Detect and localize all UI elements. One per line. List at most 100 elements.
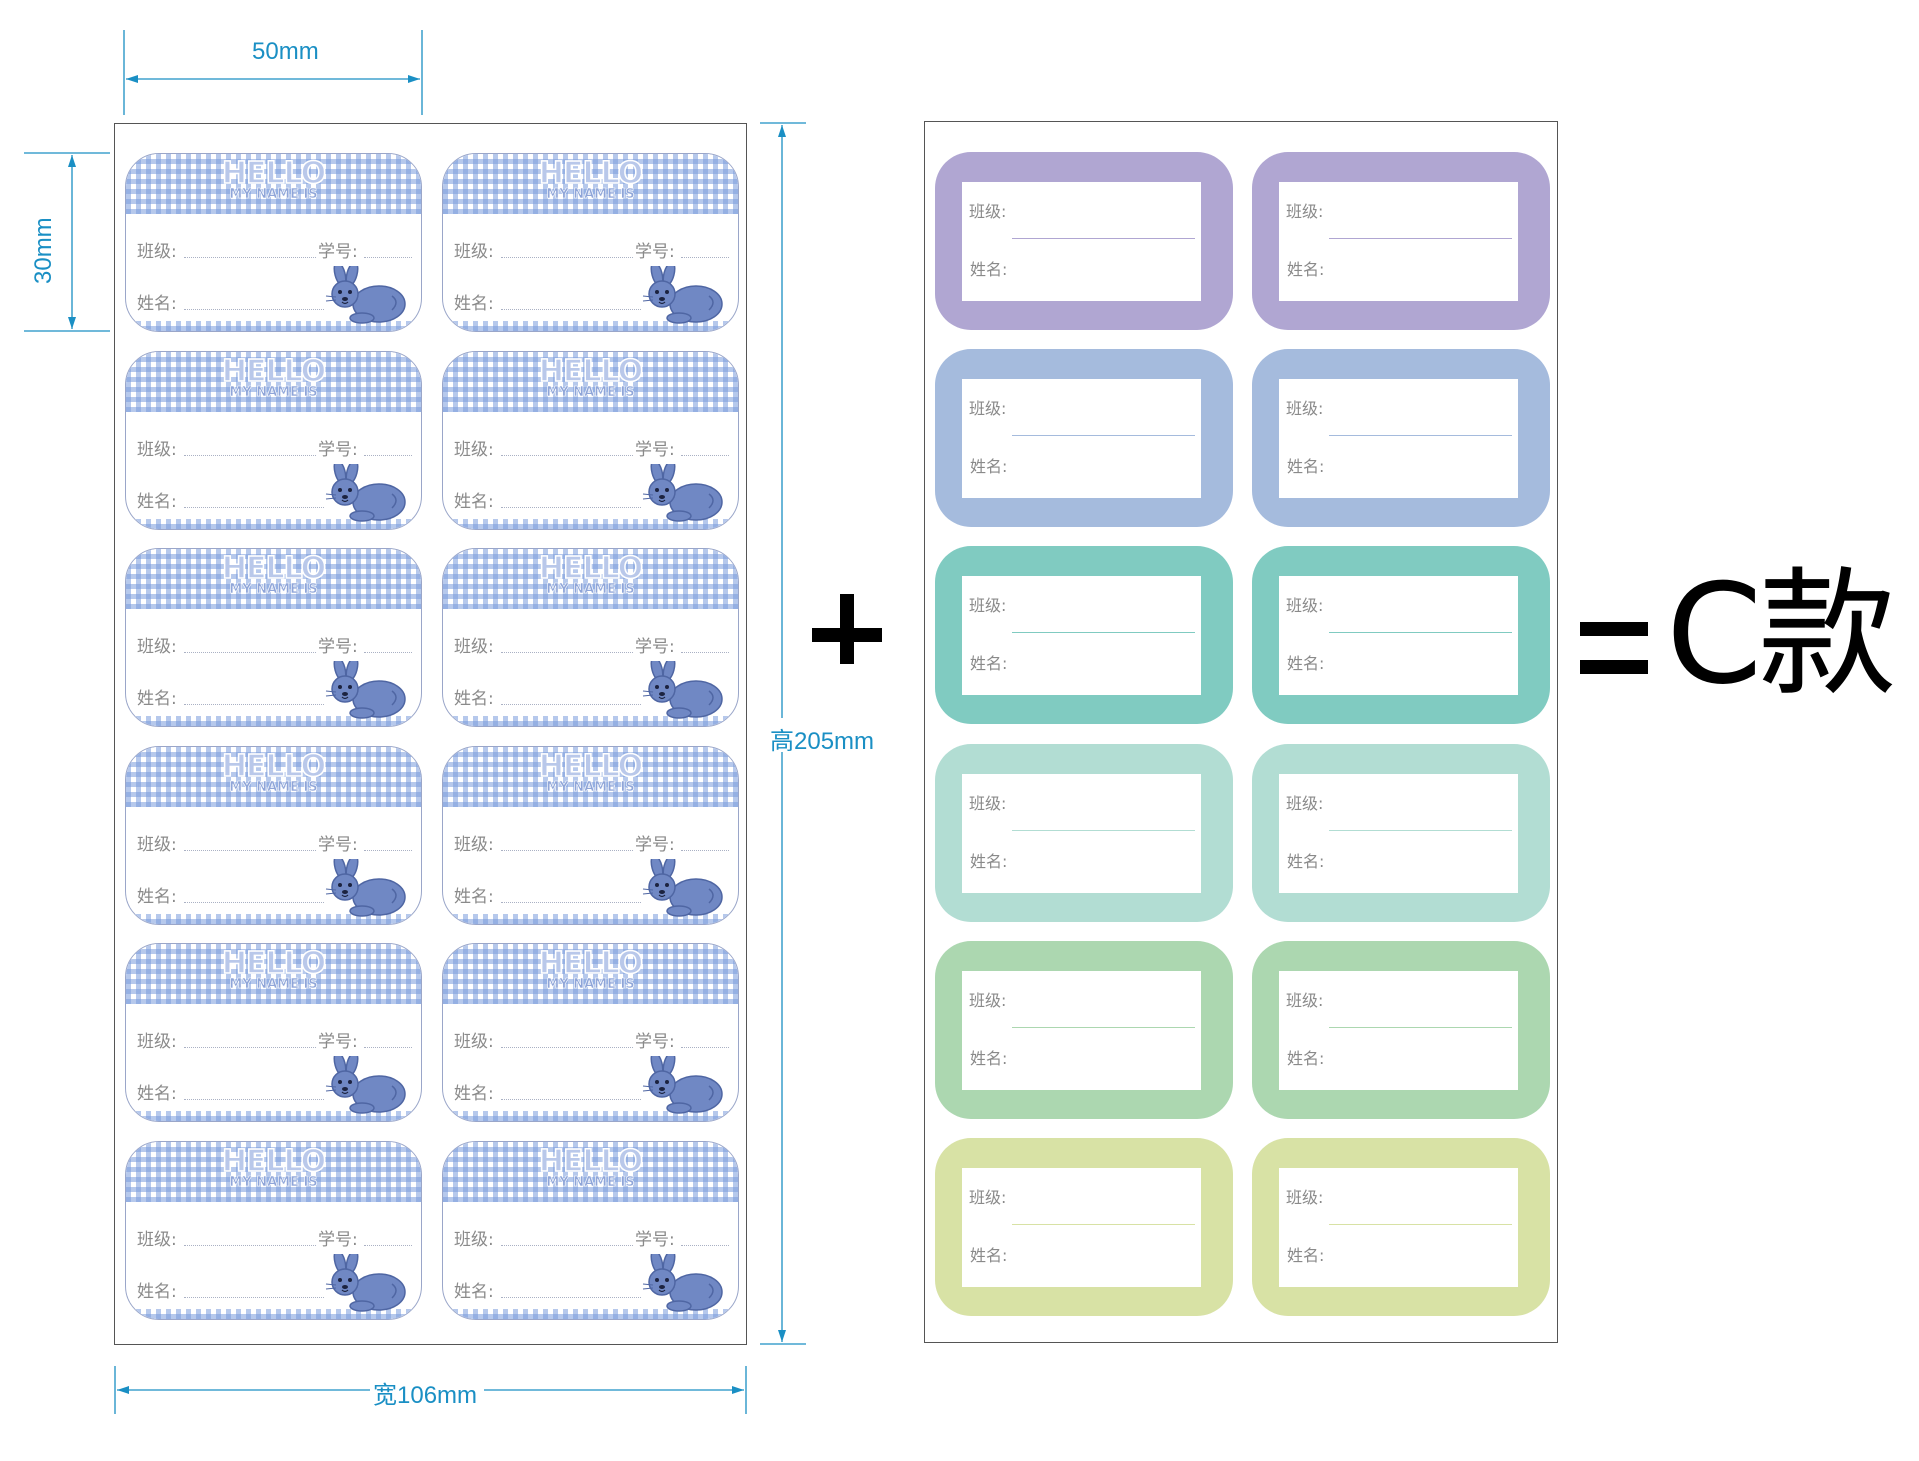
- name-line: [184, 1296, 324, 1298]
- name-label: HELLO MY NAME IS 班级: 学号: 姓名:: [442, 1140, 739, 1320]
- frame-label: 班级: 姓名:: [1252, 546, 1550, 725]
- student-no-line: [364, 454, 412, 456]
- name-line: [184, 309, 324, 310]
- class-label: 班级:: [454, 834, 494, 855]
- name-line: [184, 506, 324, 508]
- rabbit-icon: [642, 266, 723, 324]
- class-line: [501, 652, 633, 653]
- plus-sign: [812, 594, 892, 675]
- class-line: [1329, 1224, 1512, 1225]
- rabbit-icon: [642, 463, 723, 522]
- student-no-label: 学号:: [635, 834, 675, 855]
- student-no-line: [681, 1244, 729, 1246]
- name-field-label: 姓名:: [1287, 1048, 1325, 1068]
- name-field-label: 姓名:: [970, 1048, 1008, 1068]
- frame-label: 班级: 姓名:: [935, 1138, 1233, 1316]
- name-label: HELLO MY NAME IS 班级: 学号: 姓名:: [125, 153, 422, 332]
- gingham-footer: [443, 1111, 738, 1121]
- frame-writing-area: 班级: 姓名:: [962, 970, 1201, 1090]
- rabbit-icon: [642, 858, 723, 917]
- result-style-text: C款: [1666, 554, 1896, 715]
- my-name-is-text: MY NAME IS: [546, 187, 635, 202]
- class-label: 班级:: [969, 990, 1007, 1010]
- class-label: 班级:: [454, 1229, 494, 1250]
- hello-text: HELLO: [221, 946, 327, 981]
- class-label: 班级:: [969, 596, 1007, 616]
- my-name-is-text: MY NAME IS: [546, 977, 635, 992]
- hello-text: HELLO: [538, 748, 644, 784]
- sheet-height-text: 高205mm: [770, 728, 875, 755]
- class-label: 班级:: [454, 1032, 494, 1052]
- name-field-label: 姓名:: [1287, 1246, 1325, 1265]
- name-field-label: 姓名:: [970, 851, 1008, 871]
- class-line: [1012, 1224, 1195, 1225]
- class-line: [184, 1244, 316, 1246]
- class-label: 班级:: [137, 637, 177, 657]
- name-field-label: 姓名:: [970, 1246, 1008, 1265]
- gingham-footer: [443, 518, 738, 529]
- frame-label: 班级: 姓名:: [1252, 1138, 1550, 1316]
- frame-writing-area: 班级: 姓名:: [962, 379, 1201, 499]
- label-width-text: 50mm: [252, 38, 319, 65]
- class-label: 班级:: [137, 439, 177, 460]
- gingham-footer: [443, 913, 738, 924]
- name-label: HELLO MY NAME IS 班级: 学号: 姓名:: [442, 943, 739, 1122]
- name-field-label: 姓名:: [970, 260, 1008, 279]
- class-label: 班级:: [137, 834, 177, 855]
- name-field-label: 姓名:: [137, 491, 177, 512]
- hello-text: HELLO: [538, 353, 644, 389]
- gingham-header: [443, 746, 738, 807]
- class-label: 班级:: [1286, 399, 1324, 419]
- class-label: 班级:: [454, 637, 494, 657]
- class-line: [1329, 632, 1512, 634]
- name-field-label: 姓名:: [970, 457, 1008, 477]
- gingham-header: [126, 351, 421, 412]
- name-line: [501, 309, 641, 310]
- name-field-label: 姓名:: [454, 1281, 494, 1302]
- frame-writing-area: 班级: 姓名:: [1279, 773, 1518, 893]
- name-field-label: 姓名:: [454, 294, 494, 314]
- hello-text: HELLO: [538, 156, 644, 191]
- my-name-is-text: MY NAME IS: [229, 779, 318, 795]
- class-line: [1012, 632, 1195, 634]
- frame-writing-area: 班级: 姓名:: [962, 1168, 1201, 1287]
- gingham-header: [443, 351, 738, 412]
- gingham-footer: [126, 1308, 421, 1319]
- rabbit-icon: [325, 858, 406, 917]
- frame-writing-area: 班级: 姓名:: [1279, 1168, 1518, 1287]
- class-label: 班级:: [969, 793, 1007, 813]
- student-no-line: [681, 849, 729, 851]
- class-line: [1012, 1026, 1195, 1028]
- frame-writing-area: 班级: 姓名:: [962, 576, 1201, 696]
- name-line: [501, 704, 641, 705]
- class-line: [184, 849, 316, 851]
- name-field-label: 姓名:: [1287, 654, 1325, 674]
- name-label: HELLO MY NAME IS 班级: 学号: 姓名:: [125, 548, 422, 727]
- frame-label: 班级: 姓名:: [935, 940, 1233, 1119]
- name-label: HELLO MY NAME IS 班级: 学号: 姓名:: [125, 745, 422, 925]
- name-field-label: 姓名:: [454, 689, 494, 709]
- name-label: HELLO MY NAME IS 班级: 学号: 姓名:: [442, 548, 739, 727]
- name-field-label: 姓名:: [137, 1281, 177, 1302]
- student-no-label: 学号:: [318, 1032, 358, 1052]
- name-field-label: 姓名:: [454, 491, 494, 512]
- student-no-line: [364, 1244, 412, 1246]
- name-label: HELLO MY NAME IS 班级: 学号: 姓名:: [442, 745, 739, 925]
- name-field-label: 姓名:: [137, 1084, 177, 1104]
- frame-label: 班级: 姓名:: [1252, 349, 1550, 528]
- class-line: [1329, 238, 1512, 239]
- name-label: HELLO MY NAME IS 班级: 学号: 姓名:: [125, 943, 422, 1122]
- gingham-header: [126, 944, 421, 1004]
- frame-writing-area: 班级: 姓名:: [1279, 576, 1518, 696]
- hello-text: HELLO: [221, 551, 327, 586]
- rabbit-icon: [642, 1253, 723, 1312]
- frame-label: 班级: 姓名:: [935, 743, 1233, 922]
- name-field-label: 姓名:: [454, 886, 494, 907]
- class-label: 班级:: [1286, 596, 1324, 616]
- hello-text: HELLO: [221, 353, 327, 389]
- my-name-is-text: MY NAME IS: [229, 1174, 318, 1190]
- class-line: [1012, 238, 1195, 239]
- student-no-line: [364, 652, 412, 653]
- name-field-label: 姓名:: [1287, 851, 1325, 871]
